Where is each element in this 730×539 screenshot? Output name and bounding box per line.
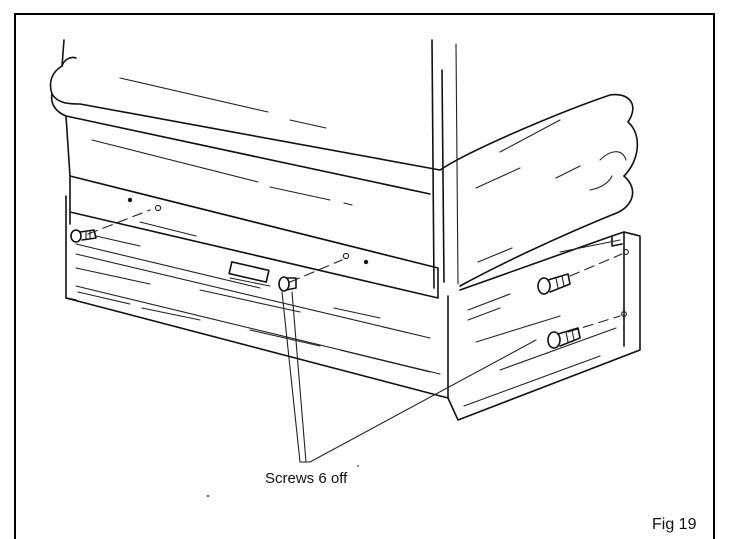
front-panel xyxy=(65,175,449,399)
figure-number-label: Fig 19 xyxy=(652,516,697,533)
callout-leaders xyxy=(281,291,537,463)
cabinet-body xyxy=(49,39,639,289)
screws xyxy=(70,229,581,349)
screws-callout-label: Screws 6 off xyxy=(265,470,348,487)
side-bracket xyxy=(447,231,641,421)
figure-frame xyxy=(14,13,715,539)
